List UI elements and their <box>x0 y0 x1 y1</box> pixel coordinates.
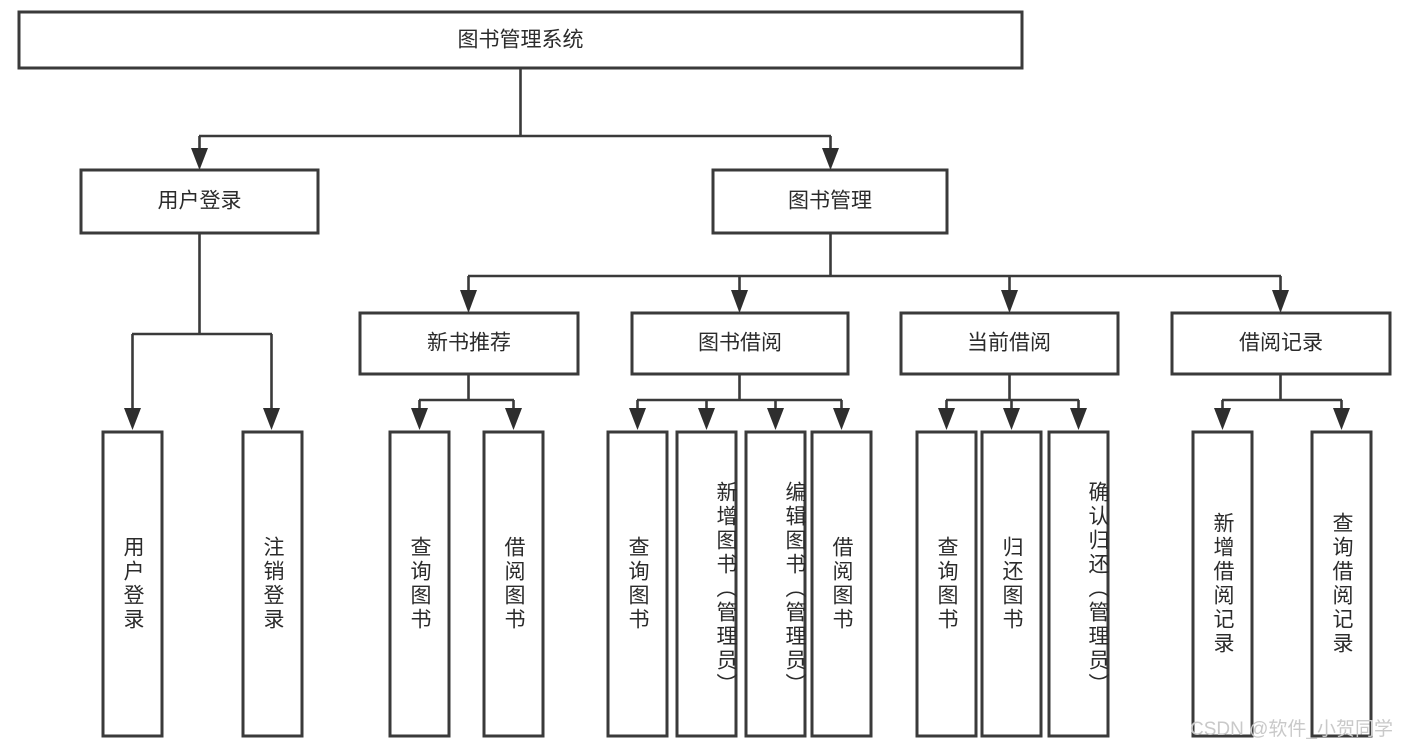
connector-group-current-borrow <box>938 374 1087 430</box>
arrow-head-ul-leaf2 <box>263 408 280 430</box>
node-label-user-login: 用户登录 <box>158 190 242 213</box>
node-box-current-borrow[interactable] <box>899 311 1120 376</box>
connector-group-borrow-record <box>1214 374 1350 430</box>
node-box-leaf-ul-1[interactable] <box>101 430 164 738</box>
arrow-head-new-book <box>460 290 477 313</box>
node-box-leaf-bb-3[interactable] <box>744 430 807 738</box>
connector-group-root <box>191 69 839 170</box>
node-box-leaf-br-1[interactable] <box>1191 430 1254 738</box>
node-box-leaf-ul-2[interactable] <box>241 430 304 738</box>
arrow-head-bb-leaf2 <box>698 408 715 430</box>
arrow-head-bb-leaf3 <box>767 408 784 430</box>
node-box-book-borrow[interactable] <box>630 311 850 376</box>
watermark-text: CSDN @软件_小贺同学 <box>1190 719 1393 740</box>
node-label-book-borrow: 图书借阅 <box>698 332 782 355</box>
arrow-head-user-login <box>191 148 208 170</box>
node-box-borrow-record[interactable] <box>1170 311 1392 376</box>
arrow-head-book-borrow <box>731 290 748 313</box>
node-box-leaf-bb-1[interactable] <box>606 430 669 738</box>
node-label-new-book-recommend: 新书推荐 <box>427 332 511 355</box>
connector-group-new-book <box>411 374 522 430</box>
arrow-head-ul-leaf1 <box>124 408 141 430</box>
node-box-user-login[interactable] <box>79 168 320 235</box>
node-box-new-book-recommend[interactable] <box>358 311 580 376</box>
node-box-leaf-bb-4[interactable] <box>810 430 873 738</box>
node-label-borrow-record: 借阅记录 <box>1239 332 1323 355</box>
arrow-head-current-borrow <box>1001 290 1018 313</box>
node-label-root: 图书管理系统 <box>458 29 584 52</box>
node-box-book-management[interactable] <box>711 168 949 235</box>
node-box-leaf-nb-2[interactable] <box>482 430 545 738</box>
connector-group-book-borrow <box>629 374 850 430</box>
arrow-head-cb-leaf2 <box>1003 408 1020 430</box>
node-box-root[interactable] <box>17 10 1024 70</box>
arrow-head-borrow-record <box>1272 290 1289 313</box>
arrow-head-cb-leaf3 <box>1070 408 1087 430</box>
node-box-leaf-br-2[interactable] <box>1310 430 1373 738</box>
arrow-head-cb-leaf1 <box>938 408 955 430</box>
arrow-head-bb-leaf1 <box>629 408 646 430</box>
arrow-head-br-leaf1 <box>1214 408 1231 430</box>
arrow-head-book-mgmt <box>822 148 839 170</box>
node-box-leaf-cb-1[interactable] <box>915 430 978 738</box>
arrow-head-nb-leaf1 <box>411 408 428 430</box>
node-box-leaf-nb-1[interactable] <box>388 430 451 738</box>
connector-group-book-mgmt <box>460 233 1289 313</box>
arrow-head-nb-leaf2 <box>505 408 522 430</box>
node-label-current-borrow: 当前借阅 <box>967 332 1051 355</box>
node-box-leaf-cb-2[interactable] <box>980 430 1043 738</box>
node-box-leaf-cb-3[interactable] <box>1047 430 1110 738</box>
node-label-book-management: 图书管理 <box>788 190 872 213</box>
node-box-leaf-bb-2[interactable] <box>675 430 738 738</box>
connector-group-user-login <box>124 233 280 430</box>
arrow-head-bb-leaf4 <box>833 408 850 430</box>
arrow-head-br-leaf2 <box>1333 408 1350 430</box>
